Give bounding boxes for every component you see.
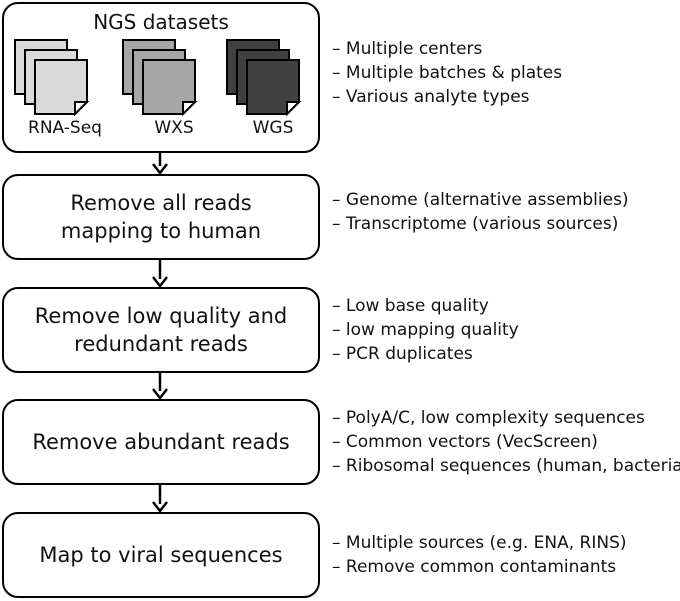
wgs-document-stack-icon [226,39,302,117]
wgs-label: WGS [252,118,294,138]
note-item: – Multiple centers [332,39,483,59]
step-map-viral-text: Map to viral sequences [39,543,283,567]
step-2-notes: – Low base quality – low mapping quality… [332,294,519,366]
note-item: – Low base quality [332,296,489,316]
step-3-notes: – PolyA/C, low complexity sequences – Co… [332,406,680,478]
note-item: – low mapping quality [332,320,519,340]
step-remove-human-reads-text: Remove all reads mapping to human [60,191,262,243]
wxs-page-front [142,59,198,117]
step-1-notes: – Genome (alternative assemblies) – Tran… [332,188,629,236]
note-item: – Multiple sources (e.g. ENA, RINS) [332,533,627,553]
step-remove-low-quality-text: Remove low quality and redundant reads [34,304,288,356]
wxs-label: WXS [154,118,194,138]
note-item: – Multiple batches & plates [332,63,563,83]
note-item: – Transcriptome (various sources) [332,214,619,234]
rna-seq-document-stack-icon [14,39,90,117]
step-remove-human-reads-box: Remove all reads mapping to human [2,174,320,260]
note-item: – PCR duplicates [332,344,473,364]
ngs-datasets-title: NGS datasets [93,10,229,34]
step-4-notes: – Multiple sources (e.g. ENA, RINS) – Re… [332,531,627,579]
step-remove-low-quality-box: Remove low quality and redundant reads [2,287,320,373]
rna-seq-page-front [34,59,90,117]
rna-seq-label: RNA-Seq [28,118,102,138]
ngs-datasets-box: NGS datasets RNA-Seq WXS [2,2,320,153]
arrow-down-icon [152,260,168,289]
datasets-notes: – Multiple centers – Multiple batches & … [332,37,562,109]
note-item: – Common vectors (VecScreen) [332,432,598,452]
wxs-document-stack-icon [122,39,198,117]
note-item: – Various analyte types [332,87,530,107]
arrow-down-icon [152,153,168,176]
note-item: – Ribosomal sequences (human, bacterial) [332,456,680,476]
note-item: – Genome (alternative assemblies) [332,190,629,210]
step-map-viral-box: Map to viral sequences [2,512,320,598]
arrow-down-icon [152,373,168,401]
wgs-page-front [246,59,302,117]
arrow-down-icon [152,485,168,514]
note-item: – PolyA/C, low complexity sequences [332,408,645,428]
step-remove-abundant-text: Remove abundant reads [32,430,290,454]
note-item: – Remove common contaminants [332,557,617,577]
step-remove-abundant-box: Remove abundant reads [2,399,320,485]
